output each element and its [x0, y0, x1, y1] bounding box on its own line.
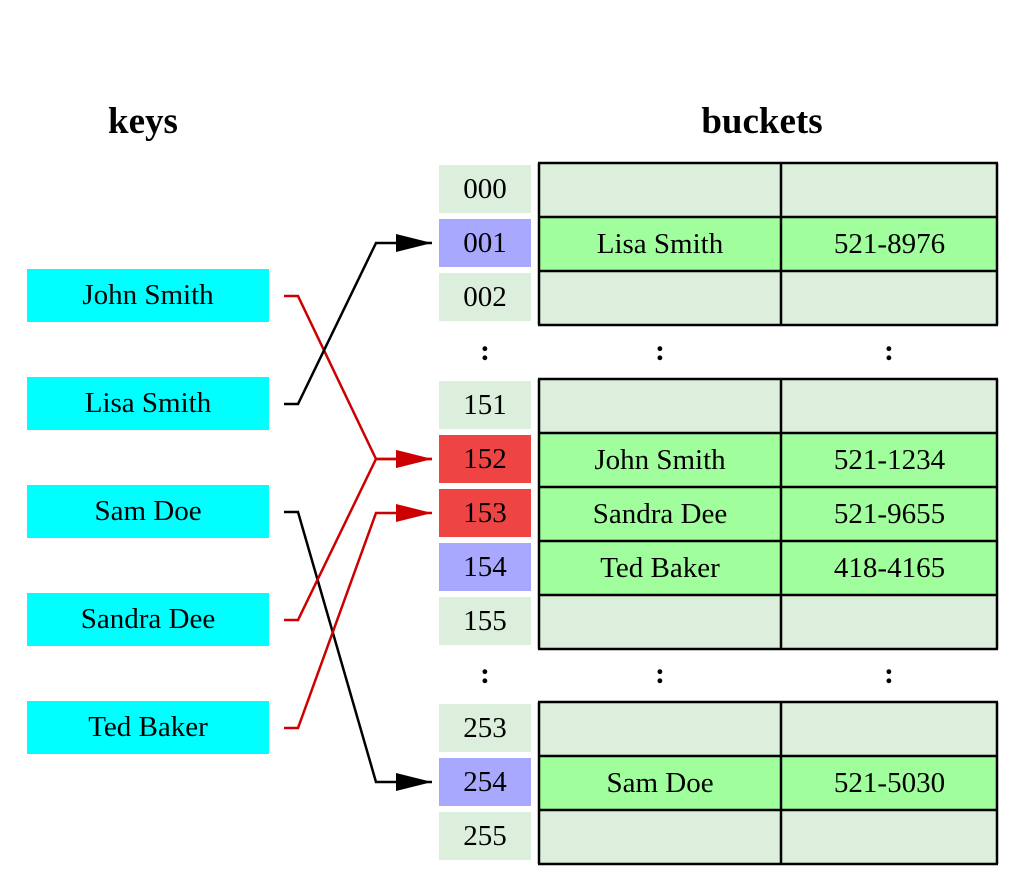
bucket-index: 001 — [439, 219, 531, 267]
bucket-phone: 521-9655 — [781, 487, 998, 541]
bucket-phone: 418-4165 — [781, 541, 998, 595]
bucket-index: 000 — [439, 165, 531, 213]
bucket-name: Ted Baker — [538, 541, 782, 595]
bucket-name — [538, 810, 782, 864]
hash-arrow — [284, 234, 432, 406]
bucket-phone — [781, 163, 998, 217]
keys-heading: keys — [108, 101, 178, 142]
bucket-name: John Smith — [538, 433, 782, 487]
bucket-phone — [781, 379, 998, 433]
bucket-index: 153 — [439, 489, 531, 537]
ellipsis-name-1: : — [655, 334, 665, 367]
buckets-heading: buckets — [701, 101, 823, 142]
bucket-phone: 521-5030 — [781, 756, 998, 810]
hash-arrow — [284, 294, 432, 468]
bucket-index: 155 — [439, 597, 531, 645]
bucket-name — [538, 702, 782, 756]
hash-arrow — [284, 504, 432, 730]
key-sam-doe: Sam Doe — [27, 485, 269, 538]
bucket-index: 253 — [439, 704, 531, 752]
key-sandra-dee: Sandra Dee — [27, 593, 269, 646]
bucket-name: Sandra Dee — [538, 487, 782, 541]
bucket-index: 254 — [439, 758, 531, 806]
bucket-phone: 521-8976 — [781, 217, 998, 271]
ellipsis-index-2: : — [480, 657, 490, 690]
bucket-name: Sam Doe — [538, 756, 782, 810]
bucket-index: 152 — [439, 435, 531, 483]
bucket-phone: 521-1234 — [781, 433, 998, 487]
bucket-index: 154 — [439, 543, 531, 591]
key-lisa-smith: Lisa Smith — [27, 377, 269, 430]
hash-arrow — [284, 450, 432, 622]
ellipsis-phone-2: : — [884, 657, 894, 690]
ellipsis-name-2: : — [655, 657, 665, 690]
bucket-index: 002 — [439, 273, 531, 321]
bucket-name — [538, 271, 782, 325]
bucket-name — [538, 163, 782, 217]
ellipsis-phone-1: : — [884, 334, 894, 367]
hash-arrow — [284, 510, 432, 791]
bucket-phone — [781, 702, 998, 756]
bucket-name: Lisa Smith — [538, 217, 782, 271]
key-john-smith: John Smith — [27, 269, 269, 322]
bucket-index: 255 — [439, 812, 531, 860]
bucket-phone — [781, 271, 998, 325]
bucket-name — [538, 595, 782, 649]
bucket-index: 151 — [439, 381, 531, 429]
bucket-phone — [781, 810, 998, 864]
bucket-name — [538, 379, 782, 433]
bucket-phone — [781, 595, 998, 649]
key-ted-baker: Ted Baker — [27, 701, 269, 754]
ellipsis-index-1: : — [480, 334, 490, 367]
